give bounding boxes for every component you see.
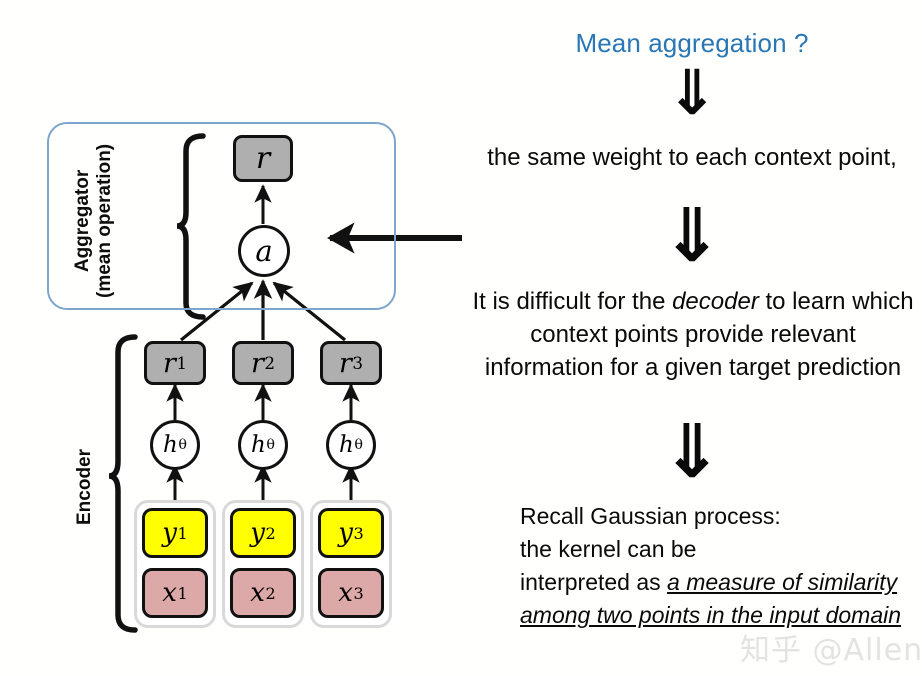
representation-subscript-1: 1: [176, 353, 188, 373]
target-subscript-2: 2: [265, 523, 276, 543]
input-symbol-1: x: [162, 578, 177, 608]
paragraph-2-after: to learn which context points provide re…: [484, 288, 914, 381]
aggregation-node: a: [238, 225, 290, 277]
output-representation-symbol: r: [255, 141, 271, 176]
representation-subscript-3: 3: [352, 353, 364, 373]
representation-subscript-2: 2: [264, 353, 276, 373]
encoder-subscript-3: θ: [354, 437, 363, 453]
paragraph-2-emphasis: decoder: [672, 288, 759, 315]
aggregator-label-line1: Aggregator: [72, 169, 93, 273]
encoder-subscript-1: θ: [178, 437, 187, 453]
output-representation-box: r: [233, 135, 293, 182]
neural-process-diagram: Aggregator (mean operation) Encoder r a …: [47, 122, 462, 633]
explanation-paragraph-2: It is difficult for the decoder to learn…: [468, 285, 918, 384]
target-symbol-2: y: [250, 518, 265, 548]
encoder-subscript-2: θ: [266, 437, 275, 453]
target-subscript-1: 1: [177, 523, 188, 543]
encoder-symbol-3: h: [339, 432, 354, 458]
paragraph-3-line-3: interpreted as a measure of similarity a…: [520, 566, 920, 632]
down-double-arrow-icon-1: ⇓: [666, 56, 718, 129]
aggregator-label: Aggregator (mean operation): [72, 144, 116, 298]
input-subscript-1: 1: [177, 583, 188, 603]
target-subscript-3: 3: [353, 523, 364, 543]
encoder-label: Encoder: [74, 448, 95, 525]
watermark: 知乎 @Allen: [740, 633, 922, 668]
explanation-paragraph-3: Recall Gaussian process: the kernel can …: [520, 500, 920, 632]
paragraph-3-line-2: the kernel can be: [520, 536, 697, 562]
input-subscript-3: 3: [353, 583, 364, 603]
paragraph-3-emphasis: a measure of similarity among two points…: [520, 569, 902, 628]
aggregator-label-line2: (mean operation): [94, 143, 115, 298]
encoder-symbol-1: h: [163, 432, 178, 458]
input-subscript-2: 2: [265, 583, 276, 603]
edge-r1-to-a: [179, 281, 254, 342]
input-symbol-2: x: [250, 578, 265, 608]
target-symbol-1: y: [162, 518, 177, 548]
encoder-symbol-2: h: [251, 432, 266, 458]
aggregator-frame: [47, 122, 396, 310]
down-double-arrow-icon-2: ⇓: [660, 193, 723, 279]
edge-r3-to-a: [272, 281, 347, 342]
page-title: Mean aggregation ?: [575, 28, 809, 58]
representation-symbol-3: r: [338, 347, 352, 379]
aggregation-node-symbol: a: [255, 234, 273, 268]
representation-symbol-2: r: [250, 347, 264, 379]
down-double-arrow-icon-3: ⇓: [660, 409, 723, 495]
target-symbol-3: y: [338, 518, 353, 548]
encoder-bracket: [108, 334, 138, 633]
input-symbol-3: x: [338, 578, 353, 608]
explanation-paragraph-1: the same weight to each context point,: [487, 144, 897, 171]
paragraph-3-before: interpreted as: [520, 569, 668, 595]
explanation-column: Mean aggregation ? ⇓ the same weight to …: [462, 0, 922, 676]
paragraph-3-line-1: Recall Gaussian process:: [520, 503, 781, 529]
paragraph-2-before: It is difficult for the: [472, 288, 673, 315]
representation-symbol-1: r: [162, 347, 176, 379]
